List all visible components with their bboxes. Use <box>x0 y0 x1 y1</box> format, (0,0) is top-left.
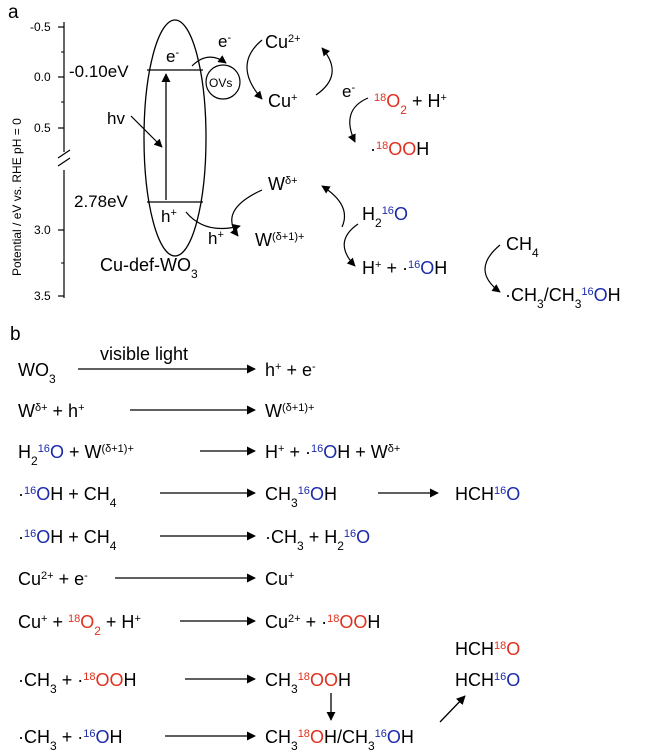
axis-tick-label: 3.0 <box>34 223 51 237</box>
reaction-4-left: ·16OH + CH4 <box>18 484 117 510</box>
ooh-radical-label: ·18OOH <box>370 139 429 159</box>
cu-oxidation-arrow <box>315 47 333 96</box>
reaction-6-right: Cu+ <box>265 569 294 589</box>
axis-tick-label: 3.5 <box>34 289 51 303</box>
hole-label: h+ <box>161 207 177 226</box>
reaction-5-left: ·16OH + CH4 <box>18 527 117 553</box>
w-delta-plus-one-label: W(δ+1)+ <box>255 230 304 250</box>
methyl-methanol-label: ·CH3/CH316OH <box>505 285 621 311</box>
catalyst-particle <box>143 19 207 257</box>
reaction-3-right: H+ + ·16OH + Wδ+ <box>265 442 400 462</box>
methanol-to-formaldehyde-arrow <box>439 695 466 723</box>
potential-axis <box>57 22 71 298</box>
reaction-6-left: Cu2+ + e- <box>18 569 88 589</box>
methane-activation-arrow <box>484 244 501 293</box>
reaction-2-left: Wδ+ + h+ <box>18 401 85 421</box>
electron-label: e- <box>166 47 179 66</box>
electron-transfer-arrow <box>191 55 227 67</box>
w-reduction-arrow <box>321 185 346 228</box>
reaction-8-right: CH318OOH <box>265 670 351 696</box>
panel-b-label: b <box>10 324 21 345</box>
cu-reduction-arrow <box>246 39 263 100</box>
transfer-electron-label: e- <box>218 32 231 51</box>
ovs-circle <box>205 64 241 100</box>
water-oxidation-arrow <box>343 223 359 267</box>
hv-arrow <box>130 115 163 148</box>
reaction-3-left: H216O + W(δ+1)+ <box>18 442 134 468</box>
vb-level-label: 2.78eV <box>74 192 129 211</box>
axis-tick-label: -0.5 <box>30 20 51 34</box>
reaction-5-right: ·CH3 + H216O <box>265 527 370 553</box>
o2-label: 18O2 + H+ <box>374 91 447 117</box>
o2-reduction-arrow <box>347 97 369 143</box>
reaction-7-right: Cu2+ + ·18OOH <box>265 612 380 632</box>
cb-level-label: -0.10eV <box>69 62 129 81</box>
panel-a-label: a <box>8 2 19 23</box>
methane-label: CH4 <box>506 234 539 260</box>
reaction-8-formaldehyde-18: HCH18O <box>455 639 520 659</box>
hydroxyl-label: H+ + ·16OH <box>362 258 447 278</box>
o2-electron-label: e- <box>342 82 355 101</box>
reaction-4-product: CH316OH <box>265 484 337 510</box>
cu2-label: Cu2+ <box>265 32 301 52</box>
reaction-8-formaldehyde-16: HCH16O <box>455 670 520 690</box>
hole-transfer-arrow <box>185 211 241 232</box>
w-delta-label: Wδ+ <box>268 174 298 194</box>
catalyst-label: Cu-def-WO3 <box>100 255 198 281</box>
axis-title: Potential / eV vs. RHE pH = 0 <box>10 118 24 276</box>
hv-label: hv <box>107 109 125 128</box>
ovs-label: OVs <box>209 76 232 90</box>
cu1-label: Cu+ <box>268 91 297 111</box>
reaction-2-right: W(δ+1)+ <box>265 401 314 421</box>
reaction-9-left: ·CH3 + ·16OH <box>18 727 122 753</box>
reaction-1-condition: visible light <box>100 344 188 364</box>
reaction-1-right: h+ + e- <box>265 360 316 380</box>
water-label: H216O <box>362 204 408 230</box>
hole-transfer-label: h+ <box>208 229 224 248</box>
w-oxidation-arrow <box>230 189 263 237</box>
reaction-9-right: CH318OH/CH316OH <box>265 727 414 753</box>
reaction-1-left: WO3 <box>18 360 56 386</box>
reaction-8-left: ·CH3 + ·18OOH <box>18 670 136 696</box>
axis-tick-label: 0.0 <box>34 70 51 84</box>
reaction-7-left: Cu+ + 18O2 + H+ <box>18 612 141 638</box>
reaction-4-formaldehyde: HCH16O <box>455 484 520 504</box>
axis-tick-label: 0.5 <box>34 121 51 135</box>
